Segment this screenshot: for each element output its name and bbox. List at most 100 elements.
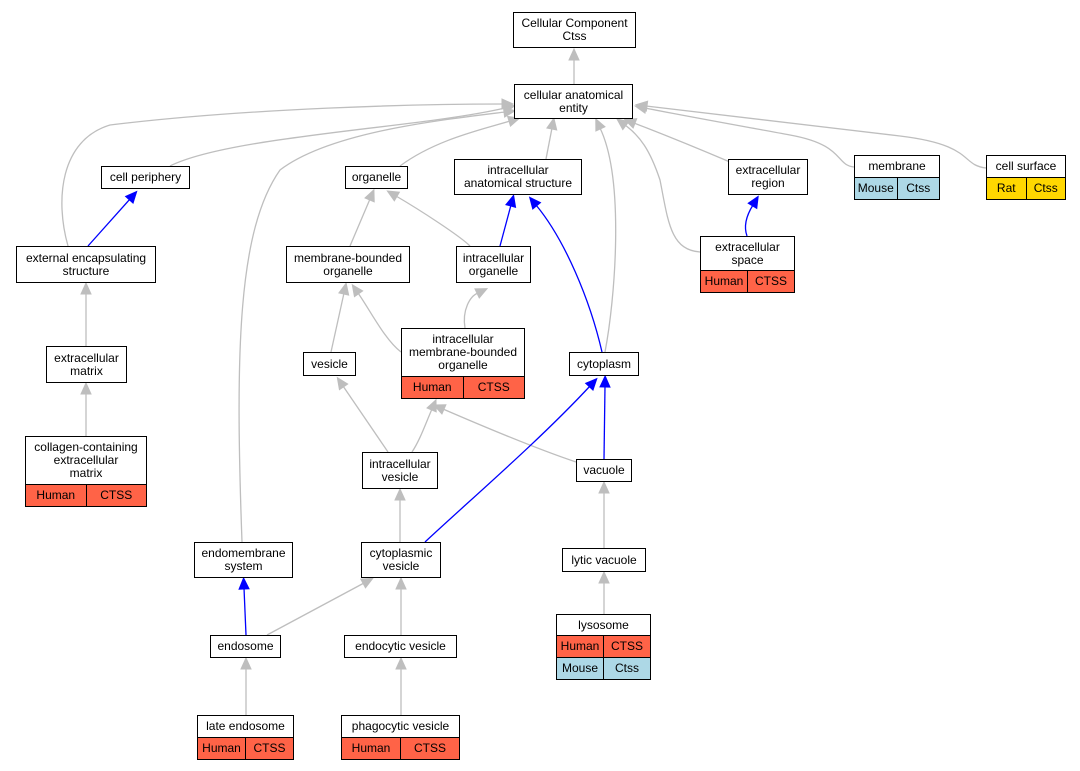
species-badge: Human <box>342 738 400 759</box>
node-label: endocytic vesicle <box>355 639 446 653</box>
edge-is-a-external-encapsulating-structure-to-cellular-anatomical-entity <box>61 98 515 247</box>
node-collagen-containing-extracellular-matrix[interactable]: collagen-containing extracellular matrix… <box>25 436 147 507</box>
edge-is-a-vacuole-to-intracellular-membrane-bounded-organelle <box>432 404 577 463</box>
node-intracellular-anatomical-structure[interactable]: intracellular anatomical structure <box>454 159 582 195</box>
node-endomembrane-system[interactable]: endomembrane system <box>194 542 293 578</box>
species-badge: Human <box>198 738 245 759</box>
node-label: membrane <box>868 159 926 173</box>
node-lytic-vacuole[interactable]: lytic vacuole <box>562 548 646 572</box>
edge-is-a-endocytic-vesicle-to-cytoplasmic-vesicle <box>395 576 407 635</box>
node-cellular-component[interactable]: Cellular Component Ctss <box>513 12 636 48</box>
edge-is-a-membrane-to-cellular-anatomical-entity <box>634 102 855 168</box>
node-vesicle[interactable]: vesicle <box>303 352 356 376</box>
species-badge: Human <box>557 636 603 657</box>
node-membrane-bounded-organelle[interactable]: membrane-bounded organelle <box>286 246 410 283</box>
gene-badge: CTSS <box>400 738 459 759</box>
node-label: organelle <box>351 170 402 184</box>
species-badge: Rat <box>987 178 1026 199</box>
edge-part-of-cytoplasmic-vesicle-to-cytoplasm <box>424 377 598 543</box>
gene-badge: CTSS <box>462 377 524 398</box>
gene-badge: Ctss <box>1025 178 1065 199</box>
edge-is-a-intracellular-anatomical-structure-to-cellular-anatomical-entity <box>545 116 558 160</box>
node-cytoplasmic-vesicle[interactable]: cytoplasmic vesicle <box>361 542 441 578</box>
gene-badge: CTSS <box>245 738 293 759</box>
edge-part-of-external-encapsulating-structure-to-cell-periphery <box>87 190 138 247</box>
node-label: cytoplasmic vesicle <box>369 546 433 573</box>
node-label: extracellular space <box>715 239 780 267</box>
gene-badge: CTSS <box>747 271 794 292</box>
species-badge: Mouse <box>557 658 603 679</box>
edge-part-of-intracellular-organelle-to-intracellular-anatomical-structure <box>499 194 517 247</box>
gene-badge: Ctss <box>896 178 939 199</box>
edge-is-a-intracellular-membrane-bounded-organelle-to-membrane-bounded-organelle <box>351 283 402 353</box>
edge-is-a-lytic-vacuole-to-vacuole <box>598 480 610 548</box>
node-intracellular-organelle[interactable]: intracellular organelle <box>456 246 531 283</box>
edge-is-a-intracellular-organelle-to-organelle <box>386 190 471 247</box>
edge-is-a-late-endosome-to-endosome <box>240 656 252 715</box>
node-label: lysosome <box>578 617 629 632</box>
node-label: endomembrane system <box>201 546 286 573</box>
node-label: extracellular matrix <box>54 350 119 378</box>
gene-badge: CTSS <box>603 636 650 657</box>
node-label: intracellular anatomical structure <box>463 163 573 190</box>
edge-is-a-cytoplasm-to-cellular-anatomical-entity <box>595 117 617 353</box>
node-external-encapsulating-structure[interactable]: external encapsulating structure <box>16 246 156 283</box>
edge-is-a-lysosome-to-lytic-vacuole <box>598 570 610 614</box>
node-cytoplasm[interactable]: cytoplasm <box>569 352 639 376</box>
node-label: intracellular membrane-bounded organelle <box>408 332 518 372</box>
node-extracellular-region[interactable]: extracellular region <box>728 159 808 195</box>
node-label: lytic vacuole <box>571 552 637 567</box>
edge-part-of-endosome-to-endomembrane-system <box>238 576 250 636</box>
species-badge: Mouse <box>855 178 897 199</box>
edge-is-a-endomembrane-system-to-cellular-anatomical-entity <box>238 106 517 543</box>
node-label: vacuole <box>583 463 625 477</box>
gene-badge: Ctss <box>603 658 650 679</box>
edge-part-of-cytoplasm-to-intracellular-anatomical-structure <box>528 196 603 353</box>
node-endocytic-vesicle[interactable]: endocytic vesicle <box>344 635 457 658</box>
edge-part-of-extracellular-space-to-extracellular-region <box>744 195 759 237</box>
node-vacuole[interactable]: vacuole <box>576 459 632 482</box>
edge-is-a-intracellular-vesicle-to-intracellular-membrane-bounded-organelle <box>411 398 437 453</box>
node-label: vesicle <box>311 356 348 371</box>
node-label: membrane-bounded organelle <box>293 250 403 278</box>
node-label: collagen-containing extracellular matrix <box>34 440 138 480</box>
node-label: intracellular vesicle <box>369 456 431 484</box>
node-label: cell surface <box>995 159 1057 173</box>
node-label: phagocytic vesicle <box>351 719 450 733</box>
edge-is-a-cellular-anatomical-entity-to-cellular-component <box>568 47 580 84</box>
node-extracellular-matrix[interactable]: extracellular matrix <box>46 346 127 383</box>
edge-is-a-intracellular-vesicle-to-vesicle <box>336 376 389 453</box>
node-intracellular-membrane-bounded-organelle[interactable]: intracellular membrane-bounded organelle… <box>401 328 525 399</box>
gene-badge: CTSS <box>85 485 146 506</box>
edge-is-a-collagen-containing-extracellular-matrix-to-extracellular-matrix <box>80 381 92 436</box>
node-label: cytoplasm <box>576 356 632 371</box>
node-endosome[interactable]: endosome <box>210 635 281 658</box>
node-organelle[interactable]: organelle <box>345 166 408 189</box>
edge-is-a-intracellular-membrane-bounded-organelle-to-intracellular-organelle <box>463 288 489 329</box>
node-label: intracellular organelle <box>462 250 525 278</box>
node-intracellular-vesicle[interactable]: intracellular vesicle <box>362 452 438 489</box>
edge-is-a-membrane-bounded-organelle-to-organelle <box>349 188 375 247</box>
node-cellular-anatomical-entity[interactable]: cellular anatomical entity <box>514 84 633 119</box>
node-label: external encapsulating structure <box>25 250 147 278</box>
node-label: late endosome <box>206 719 285 733</box>
edge-is-a-endosome-to-cytoplasmic-vesicle <box>266 577 374 636</box>
node-label: cellular anatomical entity <box>523 87 624 115</box>
edge-is-a-vesicle-to-membrane-bounded-organelle <box>330 282 350 353</box>
node-label: extracellular region <box>735 163 801 190</box>
node-cell-periphery[interactable]: cell periphery <box>101 166 190 189</box>
